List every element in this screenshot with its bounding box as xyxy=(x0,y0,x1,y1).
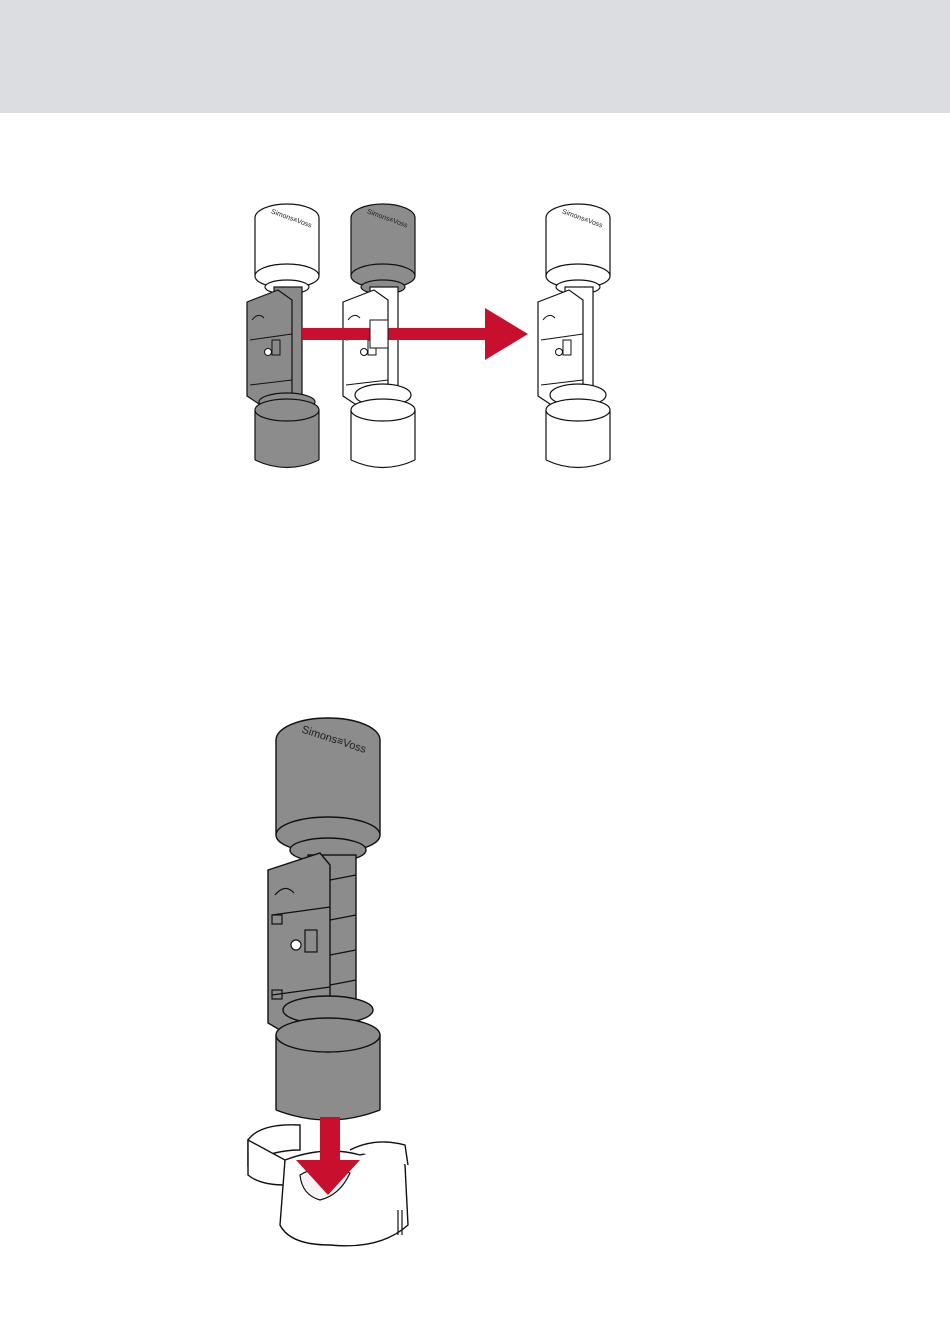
knob-mounting-figure: Simons≡Voss xyxy=(230,705,430,1275)
cylinder-2-top-knob: Simons≡Voss xyxy=(351,204,415,294)
cylinder-3-top-knob: Simons≡Voss xyxy=(546,204,610,294)
cylinder-3-bottom-knob xyxy=(546,384,610,468)
cylinder-1-top-knob: Simons≡Voss xyxy=(255,204,319,294)
cylinder-1-bottom-knob xyxy=(255,393,319,468)
cylinder-swap-illustration: Simons≡Voss xyxy=(230,190,650,480)
knob-mounting-illustration: Simons≡Voss xyxy=(230,705,430,1275)
large-top-knob: Simons≡Voss xyxy=(276,718,380,862)
large-bottom-knob xyxy=(276,996,380,1120)
cylinder-2-barrel-overlay xyxy=(370,320,388,348)
cylinder-swap-figure: Simons≡Voss xyxy=(230,190,650,480)
header-band xyxy=(0,0,950,113)
cylinder-2-bottom-knob xyxy=(351,384,415,468)
cylinder-3: Simons≡Voss xyxy=(538,204,610,468)
swap-arrow-right xyxy=(302,308,528,360)
cylinder-1-body xyxy=(247,287,302,406)
